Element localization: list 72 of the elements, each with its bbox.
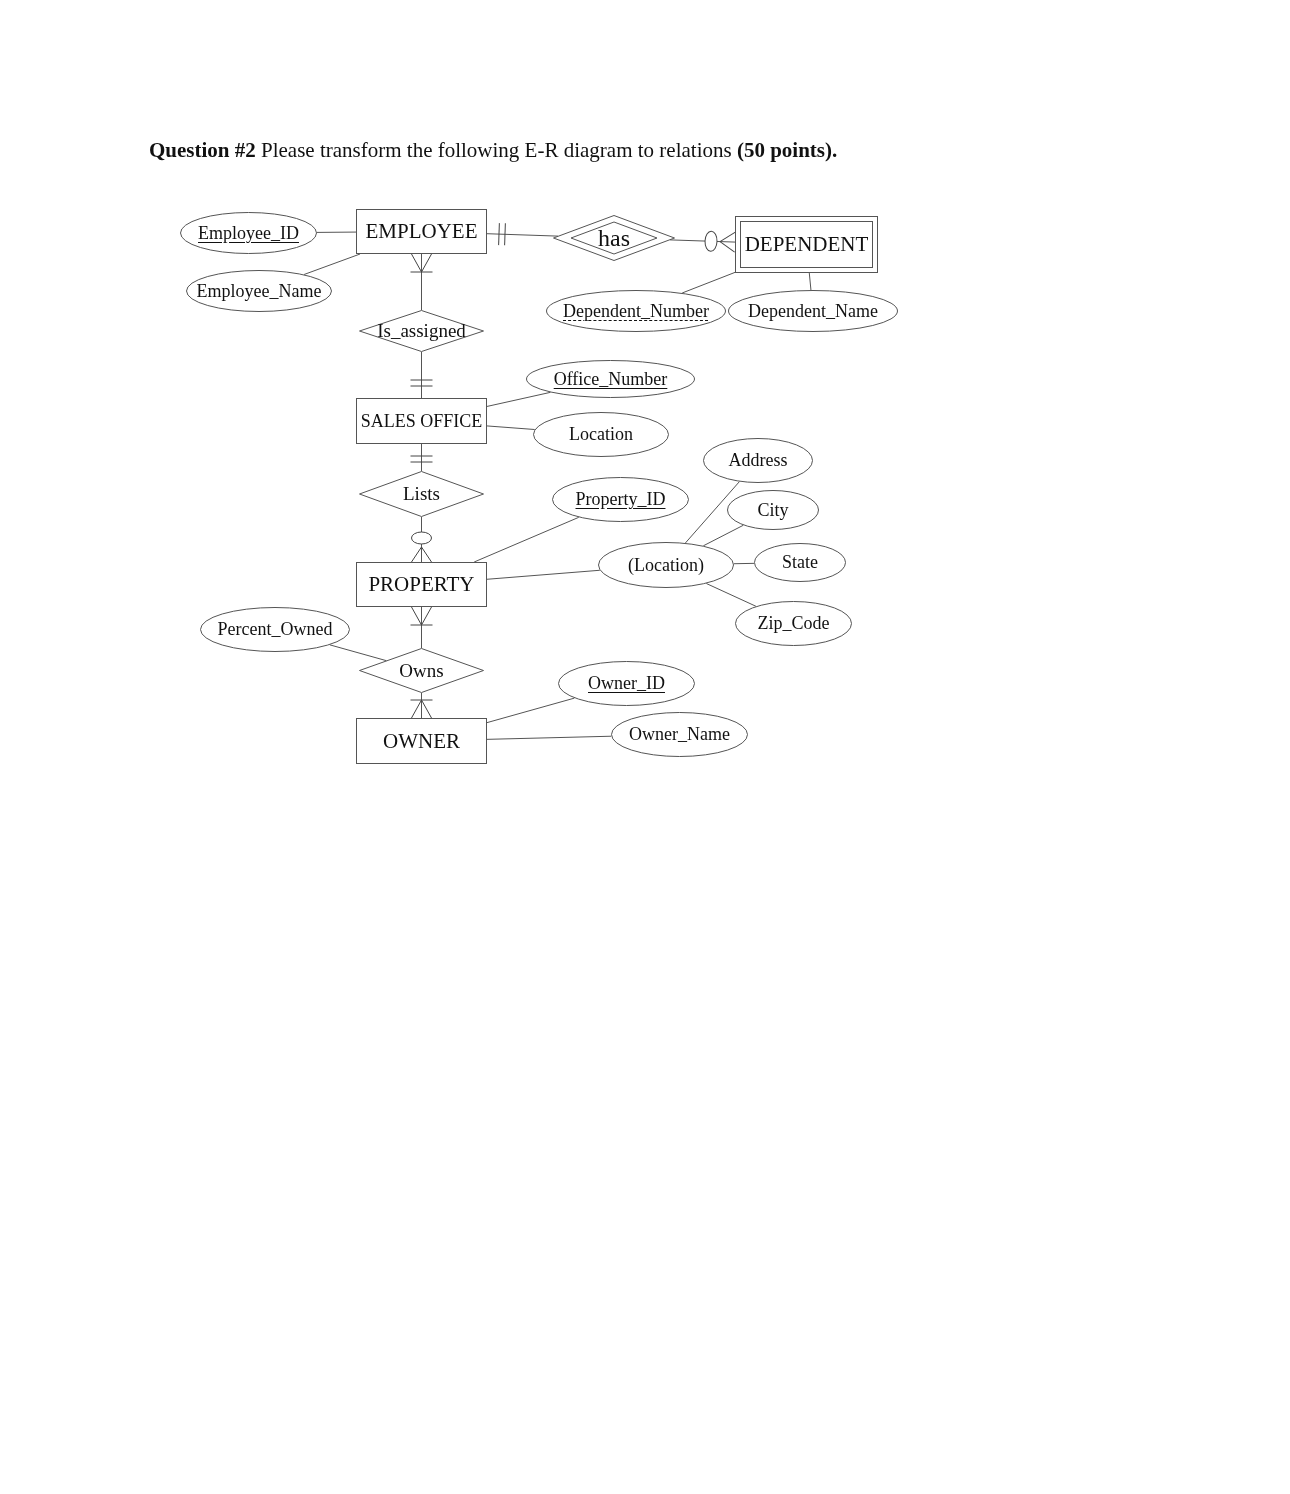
relationship-name: has bbox=[598, 224, 630, 252]
attribute-name: Zip_Code bbox=[757, 613, 830, 634]
relationship-line bbox=[410, 692, 433, 719]
relationship-diamond bbox=[359, 471, 484, 517]
attribute-line bbox=[808, 272, 812, 291]
entity-name: DEPENDENT bbox=[744, 232, 869, 257]
attribute-name: (Location) bbox=[628, 554, 704, 576]
attribute-name: State bbox=[782, 552, 818, 573]
weak-entity-box bbox=[735, 216, 878, 273]
attribute-line bbox=[329, 644, 387, 662]
key-attribute-ellipse bbox=[526, 360, 695, 398]
attribute-ellipse bbox=[598, 542, 734, 588]
attribute-ellipse bbox=[735, 601, 852, 646]
entity-box bbox=[356, 718, 487, 764]
attribute-ellipse bbox=[611, 712, 748, 757]
attribute-name: Percent_Owned bbox=[217, 619, 333, 640]
entity-box bbox=[356, 562, 487, 607]
attribute-name: City bbox=[757, 499, 789, 521]
key-attribute-ellipse bbox=[180, 212, 317, 254]
attribute-name: Employee_ID bbox=[198, 222, 299, 244]
attribute-name: Dependent_Name bbox=[748, 300, 878, 322]
key-attribute-ellipse bbox=[552, 477, 689, 522]
attribute-line bbox=[681, 271, 736, 294]
partial-key-attribute-ellipse bbox=[546, 290, 726, 332]
key-attribute-ellipse bbox=[558, 661, 695, 706]
attribute-line bbox=[486, 735, 612, 740]
attribute-line bbox=[316, 231, 357, 233]
relationship-line bbox=[410, 253, 433, 311]
entity-name: OWNER bbox=[383, 728, 460, 754]
relationship-name: Lists bbox=[403, 483, 440, 505]
relationship-line bbox=[410, 351, 433, 399]
attribute-line bbox=[486, 569, 601, 580]
attribute-name: Employee_Name bbox=[196, 280, 322, 302]
identifying-relationship-diamond bbox=[553, 215, 675, 261]
relationship-diamond bbox=[359, 310, 484, 352]
attribute-line bbox=[684, 481, 740, 544]
entity-name: EMPLOYEE bbox=[365, 219, 478, 244]
relationship-diamond bbox=[359, 648, 484, 693]
attribute-name: Owner_Name bbox=[629, 724, 730, 745]
attribute-ellipse bbox=[186, 270, 332, 312]
attribute-line bbox=[473, 516, 580, 563]
attribute-ellipse bbox=[533, 412, 669, 457]
entity-name: SALES OFFICE bbox=[360, 410, 483, 432]
entity-name: PROPERTY bbox=[368, 572, 475, 597]
attribute-line bbox=[486, 425, 536, 430]
attribute-line bbox=[303, 253, 361, 275]
relationship-line bbox=[669, 230, 736, 253]
attribute-name: Dependent_Number bbox=[563, 300, 709, 322]
relationship-line bbox=[410, 443, 433, 472]
attribute-ellipse bbox=[703, 438, 813, 483]
relationship-line bbox=[486, 222, 559, 246]
attribute-ellipse bbox=[200, 607, 350, 652]
attribute-name: Property_ID bbox=[575, 489, 666, 510]
relationship-name: Is_assigned bbox=[377, 320, 466, 342]
question-heading: Question #2 Please transform the following E-R diagram to relations (50 points). bbox=[149, 138, 838, 163]
attribute-line bbox=[486, 391, 551, 407]
attribute-line bbox=[705, 583, 757, 607]
attribute-ellipse bbox=[727, 490, 819, 530]
attribute-name: Owner_ID bbox=[588, 673, 665, 694]
relationship-line bbox=[410, 606, 433, 649]
relationship-line bbox=[411, 516, 432, 563]
entity-box bbox=[356, 398, 487, 444]
attribute-name: Location bbox=[569, 424, 633, 445]
entity-box bbox=[356, 209, 487, 254]
attribute-ellipse bbox=[728, 290, 898, 332]
attribute-line bbox=[486, 697, 575, 724]
attribute-name: Address bbox=[728, 450, 788, 471]
attribute-line bbox=[733, 562, 755, 565]
attribute-line bbox=[702, 524, 744, 547]
attribute-name: Office_Number bbox=[553, 368, 668, 390]
attribute-ellipse bbox=[754, 543, 846, 582]
relationship-name: Owns bbox=[399, 659, 444, 682]
